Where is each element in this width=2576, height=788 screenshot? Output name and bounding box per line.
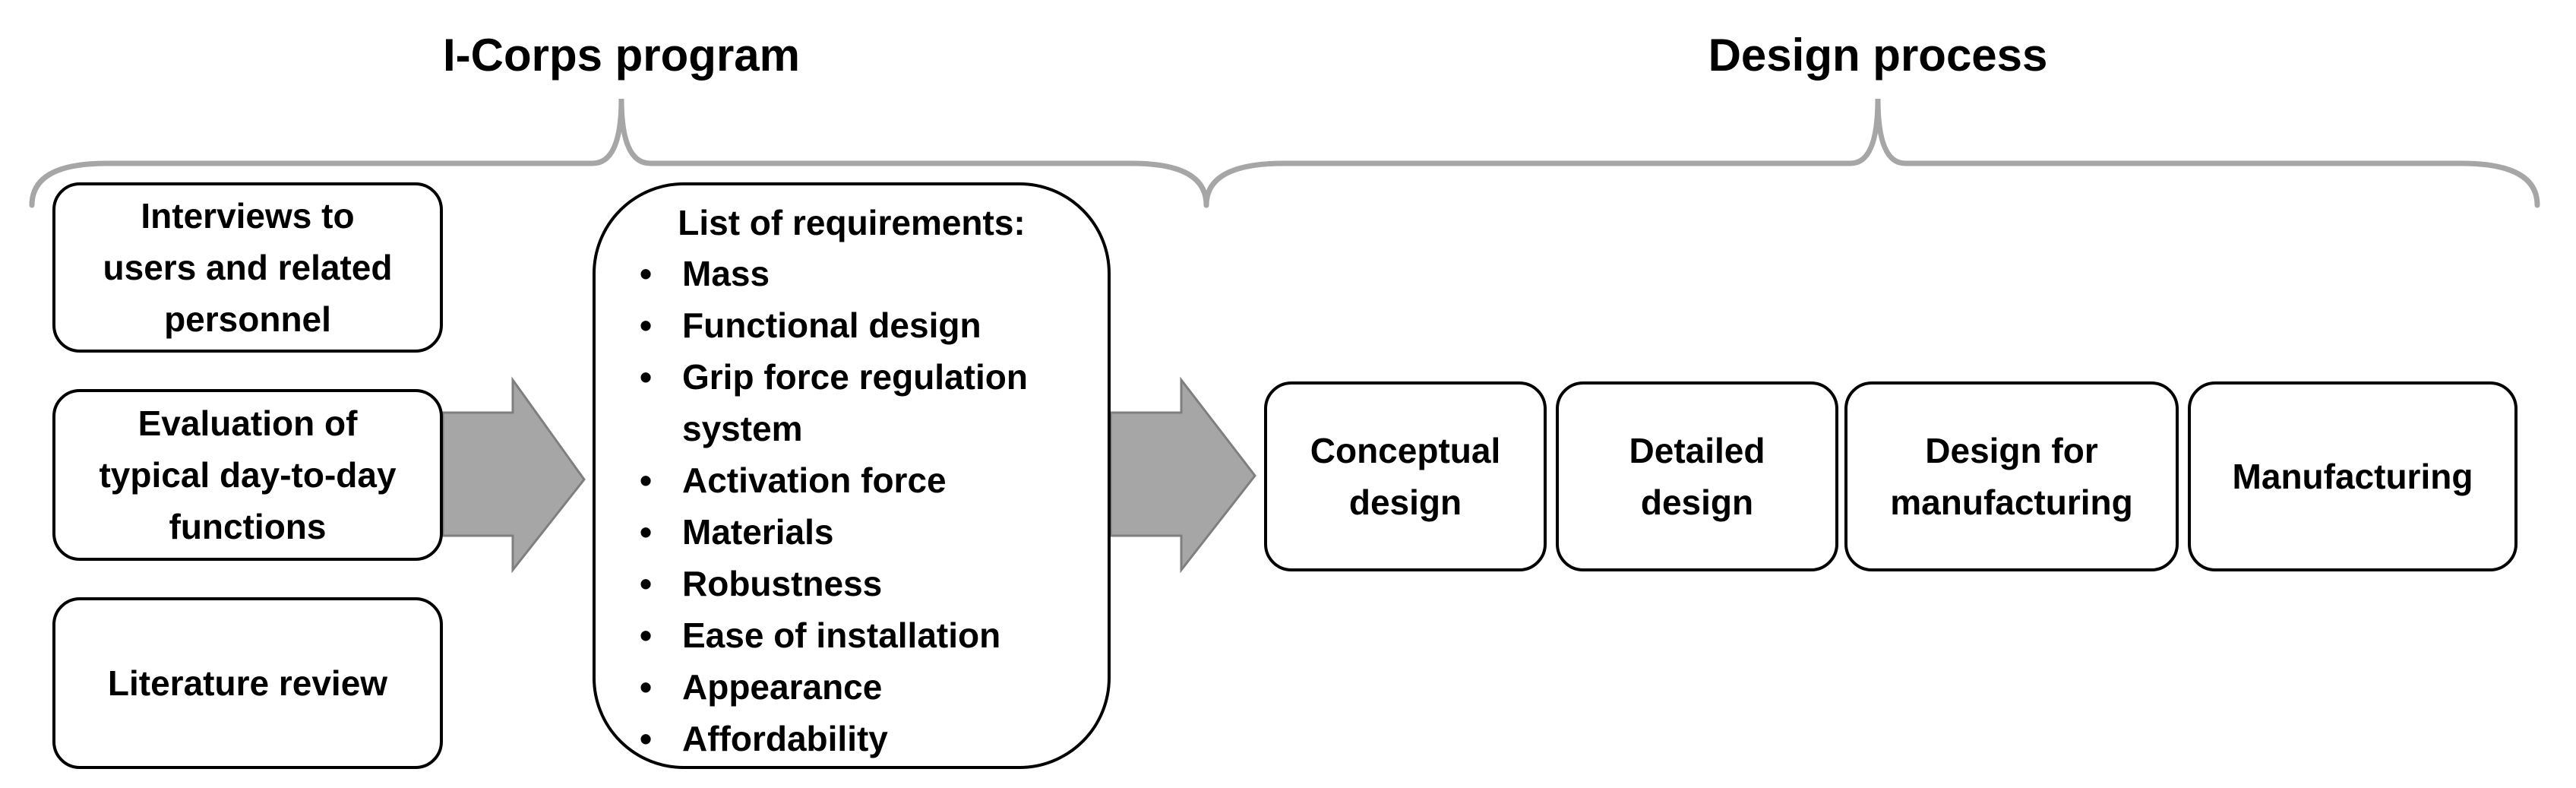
input-box-literature: Literature review [52,597,443,769]
arrow-to-requirements [441,376,586,574]
stage-conceptual-design: Conceptual design [1264,381,1547,571]
requirement-item: •Materials [640,506,1092,558]
requirement-item: •Activation force [640,454,1092,506]
input-line: Literature review [107,663,388,703]
stage-line: Conceptual [1310,431,1501,470]
bullet-icon: • [640,254,653,293]
requirements-box: List of requirements: •Mass •Functional … [593,182,1111,769]
bullet-icon: • [640,357,653,397]
stage-line: manufacturing [1890,483,2133,522]
design-process-title: Design process [1708,30,2048,81]
arrow-to-design-process [1109,376,1256,574]
requirement-item: •Affordability [640,713,1092,764]
requirements-list: •Mass •Functional design •Grip force reg… [640,248,1092,764]
input-line: Evaluation of [137,403,358,443]
input-line: Interviews to [141,196,355,236]
stage-manufacturing: Manufacturing [2188,381,2518,571]
input-line: personnel [164,299,331,339]
stage-line: design [1640,483,1754,522]
requirement-item: •Robustness [640,558,1092,609]
requirement-item: •Functional design [640,299,1092,351]
bullet-icon: • [640,616,653,655]
stage-design-for-manufacturing: Design for manufacturing [1844,381,2179,571]
stage-line: Manufacturing [2232,457,2473,496]
input-line: functions [169,507,327,546]
bullet-icon: • [640,564,653,603]
icorps-program-title: I-Corps program [442,30,801,81]
requirement-item: •Mass [640,248,1092,299]
bullet-icon: • [640,305,653,345]
bullet-icon: • [640,460,653,500]
requirement-item: •Ease of installation [640,609,1092,661]
input-box-interviews: Interviews to users and related personne… [52,182,443,353]
bullet-icon: • [640,512,653,552]
input-box-evaluation: Evaluation of typical day-to-day functio… [52,389,443,561]
stage-line: design [1348,483,1462,522]
input-line: users and related [103,248,393,287]
input-line: typical day-to-day [99,455,397,495]
design-brace [1203,98,2540,208]
requirements-title: List of requirements: [678,203,1026,242]
stage-detailed-design: Detailed design [1556,381,1838,571]
icorps-brace [29,98,1209,208]
stage-line: Design for [1925,431,2098,470]
requirement-item: •Appearance [640,661,1092,713]
bullet-icon: • [640,719,653,758]
stage-line: Detailed [1629,431,1765,470]
bullet-icon: • [640,667,653,707]
